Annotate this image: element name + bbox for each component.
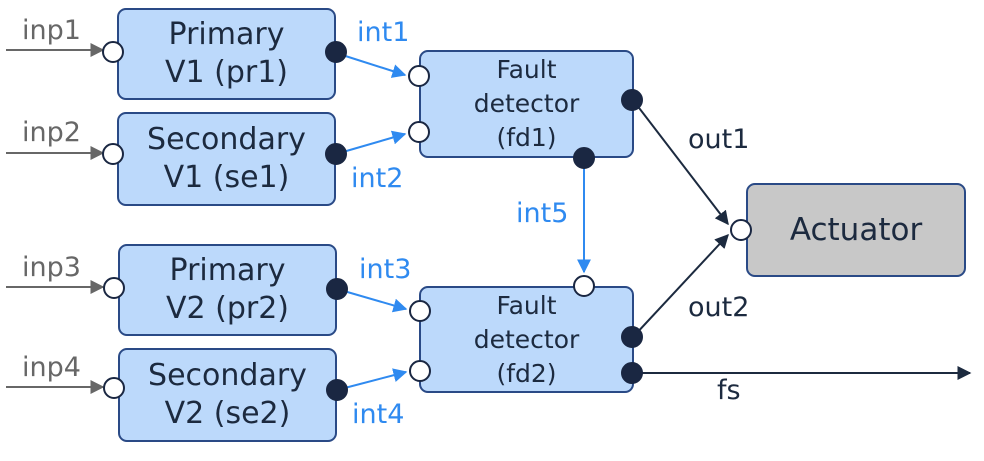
block-fd2: Fault detector (fd2) [419,286,634,393]
block-se1-line2: V1 (se1) [163,160,290,195]
arrow-int3 [336,288,408,313]
block-pr1-line1: Primary [168,17,285,52]
block-pr2: Primary V2 (pr2) [118,244,337,336]
block-fd2-line1: Fault [496,290,557,320]
label-int4: int4 [352,399,405,430]
arrow-int2 [335,130,407,155]
block-fd1: Fault detector (fd1) [419,50,634,158]
block-se1-line1: Secondary [147,122,306,157]
label-inp2: inp2 [22,117,81,148]
block-se1: Secondary V1 (se1) [117,112,336,206]
block-actuator-label: Actuator [789,212,923,248]
label-out1: out1 [688,124,750,155]
block-pr2-line2: V2 (pr2) [165,291,290,326]
label-inp4: inp4 [22,352,81,383]
block-se2-line1: Secondary [148,358,307,393]
label-inp3: inp3 [22,252,81,283]
block-actuator: Actuator [746,183,966,277]
block-fd1-line3: (fd1) [496,123,557,152]
label-fs: fs [717,375,741,406]
label-out2: out2 [688,292,750,323]
label-int5: int5 [516,198,569,229]
arrow-out1 [632,99,729,226]
block-pr1: Primary V1 (pr1) [117,8,336,100]
label-int1: int1 [357,17,410,48]
block-fd1-line1: Fault [496,55,557,84]
block-se2: Secondary V2 (se2) [118,348,337,442]
block-pr1-line2: V1 (pr1) [164,55,289,90]
arrow-int1 [335,52,407,78]
label-inp1: inp1 [22,15,81,46]
label-int2: int2 [351,163,404,194]
block-pr2-line1: Primary [169,253,286,288]
block-fd2-line3: (fd2) [496,358,557,388]
block-se2-line2: V2 (se2) [164,396,291,431]
label-int3: int3 [359,254,412,285]
block-fd1-line2: detector [473,89,580,118]
arrow-int4 [336,368,408,391]
arrow-out2 [632,233,729,338]
block-fd2-line2: detector [473,324,580,354]
